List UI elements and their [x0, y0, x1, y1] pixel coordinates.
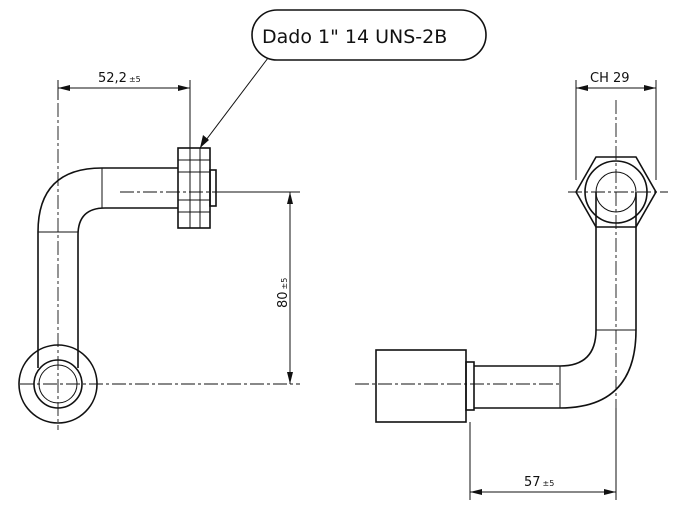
left-pipe-bend-line [38, 168, 103, 233]
left-view: 52,2±5 80±5 Dado 1" 14 UNS-2B [18, 9, 487, 430]
right-hex-arrow-left [576, 85, 588, 91]
left-height-arrow-bottom [287, 372, 293, 384]
left-width-arrow-left [58, 85, 70, 91]
left-width-label: 52,2±5 [98, 71, 141, 86]
left-height-arrow-top [287, 192, 293, 204]
right-width-label: 57±5 [524, 475, 554, 490]
right-width-arrow-left [470, 489, 482, 495]
right-width-arrow-right [604, 489, 616, 495]
left-pipe-outer [37, 167, 178, 368]
callout-leader [199, 57, 269, 149]
right-pipe-bend-line [559, 329, 636, 408]
right-pipe-outer [474, 192, 637, 409]
right-hex-circle [584, 160, 648, 224]
left-width-arrow-right [178, 85, 190, 91]
right-ferrule [375, 349, 467, 423]
callout-text: Dado 1" 14 UNS-2B [262, 26, 447, 48]
right-hex-label: CH 29 [590, 71, 630, 86]
left-pipe-inner [77, 207, 178, 368]
left-flange-outer [18, 344, 98, 424]
left-nut-cap [209, 169, 217, 207]
right-hex-arrow-right [644, 85, 656, 91]
right-pipe-inner [474, 192, 597, 367]
right-ferrule-collar [465, 361, 475, 411]
left-flange-mid [33, 359, 83, 409]
left-flange-inner [38, 364, 78, 404]
left-nut-detail [178, 148, 210, 228]
right-view: CH 29 57±5 [355, 71, 668, 500]
callout-box [251, 9, 487, 61]
left-height-label: 80±5 [276, 278, 291, 308]
callout-leader-arrow [200, 135, 209, 148]
